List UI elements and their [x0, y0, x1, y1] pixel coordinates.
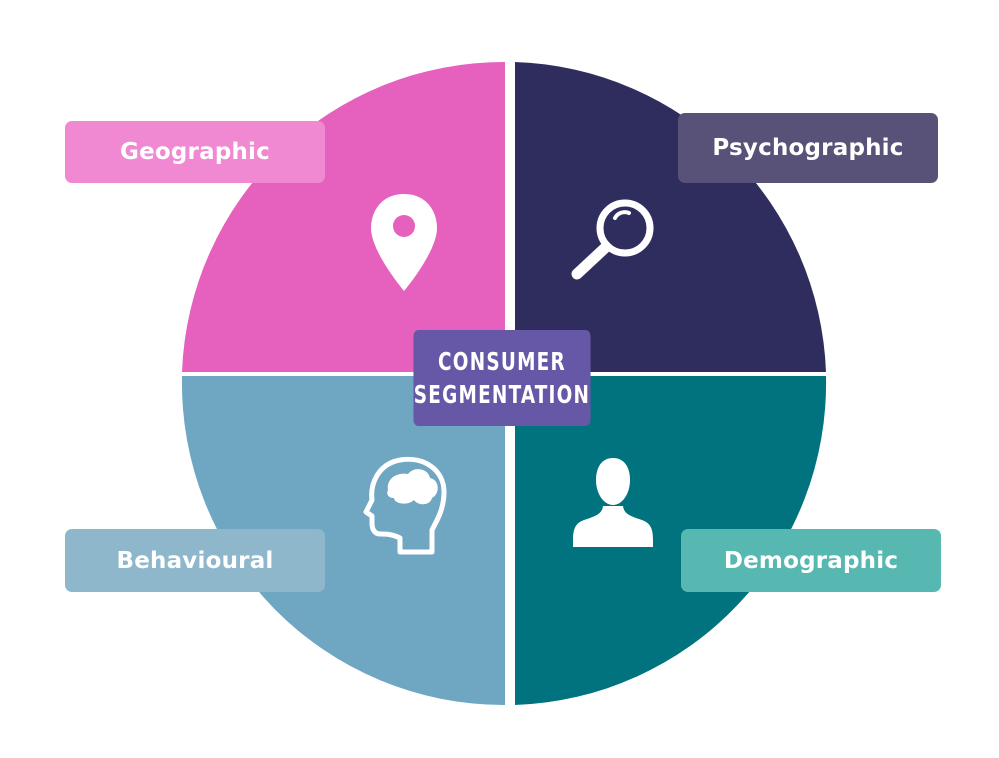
quadrant-psychographic — [515, 62, 826, 372]
quadrant-demographic — [515, 376, 827, 705]
center-title-box: CONSUMER SEGMENTATION — [413, 330, 591, 426]
quadrant-behavioural — [181, 376, 506, 706]
behavioural-label: Behavioural — [65, 529, 325, 592]
psychographic-label: Psychographic — [678, 113, 938, 183]
magnifying-glass-icon — [571, 199, 654, 280]
center-title-line2: SEGMENTATION — [413, 380, 591, 409]
center-title-line1: CONSUMER — [438, 347, 566, 376]
location-pin-icon — [371, 194, 437, 291]
person-icon — [573, 458, 653, 547]
geographic-label: Geographic — [65, 121, 325, 183]
head-brain-icon — [363, 456, 447, 555]
quadrant-geographic — [182, 61, 505, 373]
demographic-label: Demographic — [681, 529, 941, 592]
